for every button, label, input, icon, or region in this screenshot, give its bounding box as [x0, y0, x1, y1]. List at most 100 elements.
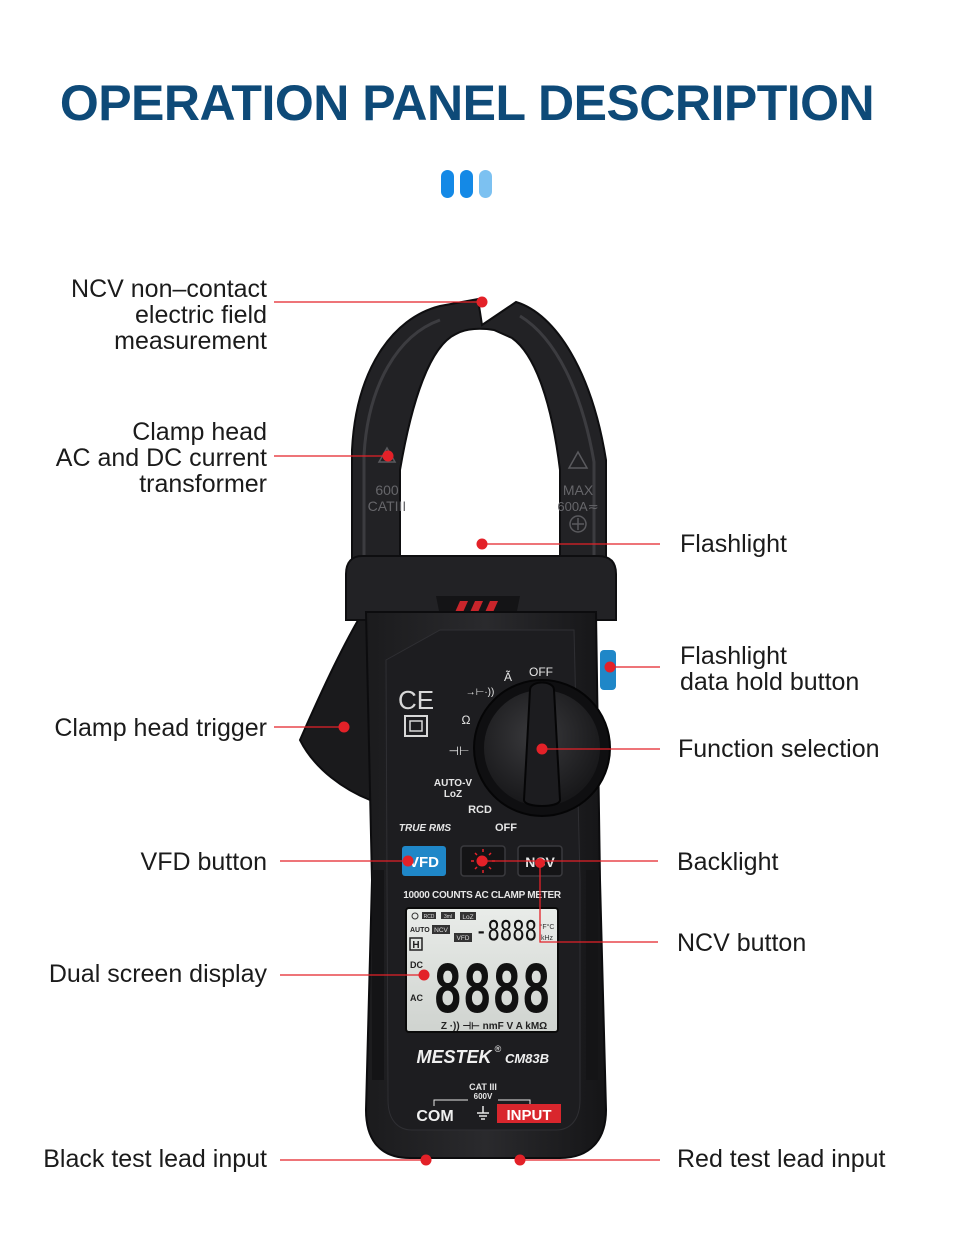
dot-backlight: [476, 855, 488, 867]
dot-red-lead: [514, 1154, 526, 1166]
lcd-dc: DC: [410, 960, 423, 970]
label-clamp-trigger: Clamp head trigger: [54, 715, 267, 741]
dot-clamp-trigger: [338, 721, 350, 733]
clamp-right-marks: MAX 600A≂: [557, 450, 599, 533]
lcd-3ml: 3ml: [444, 914, 452, 920]
lcd-screen: [405, 907, 559, 1033]
label-line: Flashlight: [680, 530, 787, 558]
cat-bracket-left: [433, 1099, 468, 1106]
label-line: Backlight: [677, 848, 779, 876]
input-badge: [497, 1104, 561, 1123]
label-line: Red test lead input: [677, 1145, 886, 1173]
lcd-loz: LoZ: [462, 914, 473, 921]
page-title: OPERATION PANEL DESCRIPTION: [59, 75, 875, 131]
lcd-temp-unit: °F°C: [540, 923, 555, 931]
label-line: Flashlight: [680, 642, 787, 670]
lcd-vfd: VFD: [457, 935, 470, 942]
label-dual-screen: Dual screen display: [49, 961, 267, 987]
lcd-hold: H: [412, 940, 419, 951]
label-line: data hold button: [680, 668, 860, 696]
label-clamp-head: Clamp head AC and DC current transformer: [56, 419, 267, 497]
dial-label-ohm: Ω: [462, 713, 471, 727]
lcd-khz-unit: kHz: [541, 935, 554, 942]
label-flashlight: Flashlight: [680, 531, 787, 557]
clamp-mark-text: MAX: [563, 482, 594, 498]
dot-ncv-button: [535, 858, 545, 868]
label-flashlight-hold: Flashlight data hold button: [680, 643, 859, 695]
dot-clamp-head: [382, 450, 394, 462]
label-line: Function selection: [678, 735, 880, 763]
lcd-auto: AUTO: [410, 927, 430, 934]
lcd-display: RCD 3ml LoZ AUTO NCV VFD H DC AC -8888 °…: [405, 907, 559, 1033]
dial-label-off-top: OFF: [529, 665, 553, 679]
dial-label-rcd: RCD: [468, 804, 492, 816]
clamp-mark-text: 600A≂: [557, 499, 598, 514]
leader-lines: [274, 301, 660, 1161]
label-ncv-measurement: NCV non–contact electric field measureme…: [71, 276, 267, 354]
lcd-vfd-bg: [454, 933, 472, 942]
leader-dots: [338, 296, 616, 1166]
bar-3: [479, 170, 492, 198]
plus-circle-icon: [569, 515, 587, 533]
cat-label: CAT III: [469, 1082, 497, 1092]
dial-label-loz: LoZ: [444, 789, 462, 800]
dot-dual-screen: [418, 969, 430, 981]
lcd-loz-bg: [460, 912, 476, 920]
vfd-button[interactable]: [402, 846, 446, 876]
dot-flashlight: [476, 538, 488, 550]
dial-label-off-bottom: OFF: [495, 822, 517, 834]
label-backlight: Backlight: [677, 849, 778, 875]
clamp-jaw-highlight-right: [519, 314, 596, 555]
label-black-lead: Black test lead input: [43, 1146, 267, 1172]
lcd-indicators: RCD 3ml LoZ AUTO NCV VFD H DC AC: [409, 912, 476, 1003]
double-insulation-inner: [409, 720, 423, 732]
dot-ncv-measurement: [476, 296, 488, 308]
registered-mark: ®: [495, 1044, 502, 1054]
dial-labels: Ã OFF →⊢·)) Ω ⊣⊢ AUTO-V LoZ RCD OFF TRUE…: [399, 665, 553, 834]
label-line: electric field: [135, 301, 267, 329]
clamp-jaw: [351, 297, 607, 561]
dot-flashlight-hold: [604, 661, 616, 673]
lcd-ac: AC: [410, 993, 423, 1003]
brand-logo: MESTEK: [416, 1047, 493, 1067]
counts-label: 10000 COUNTS AC CLAMP METER: [403, 890, 562, 901]
dial-label-diode: →⊢·)): [466, 687, 495, 698]
lcd-bottom-units: Z ·)) ⊣⊢ nmF V A kMΩ: [441, 1021, 547, 1032]
clamp-trigger: [298, 596, 371, 802]
lcd-rcd: RCD: [424, 914, 435, 920]
decorative-bars: [441, 170, 495, 200]
ground-icon: [477, 1106, 489, 1120]
leader-ncv-button: [539, 861, 658, 943]
label-line: transformer: [139, 470, 267, 498]
com-label: COM: [416, 1108, 453, 1125]
label-line: Dual screen display: [48, 960, 267, 988]
label-function-selection: Function selection: [678, 736, 880, 762]
meter-head: [345, 555, 617, 621]
label-vfd-button: VFD button: [141, 849, 267, 875]
label-line: NCV non–contact: [71, 275, 267, 303]
clamp-mark-text: CATIII: [368, 498, 407, 514]
vfd-button-label: VFD: [409, 854, 439, 871]
clamp-jaw-highlight: [362, 318, 441, 555]
label-line: measurement: [114, 327, 267, 355]
label-ncv-button: NCV button: [677, 930, 806, 956]
ce-mark: CE: [398, 685, 434, 715]
timer-icon: [411, 912, 419, 920]
lcd-ncv-bg: [432, 925, 450, 934]
dot-function-selection: [536, 743, 548, 755]
clamp-mark-text: 600: [375, 482, 399, 498]
dial-label-auto-v: AUTO-V: [434, 778, 472, 789]
lcd-ncv: NCV: [434, 927, 448, 934]
dial-label-cap: ⊣⊢: [449, 744, 470, 758]
label-line: Clamp head trigger: [54, 714, 267, 742]
lcd-rcd-bg: [422, 912, 436, 919]
true-rms-label: TRUE RMS: [399, 823, 452, 834]
label-red-lead: Red test lead input: [677, 1146, 885, 1172]
lcd-small-digits: -8888: [475, 914, 537, 947]
dot-vfd-button: [402, 855, 414, 867]
label-line: Black test lead input: [43, 1145, 267, 1173]
lcd-3ml-bg: [441, 912, 455, 919]
model-label: CM83B: [505, 1051, 549, 1066]
bar-2: [460, 170, 473, 198]
